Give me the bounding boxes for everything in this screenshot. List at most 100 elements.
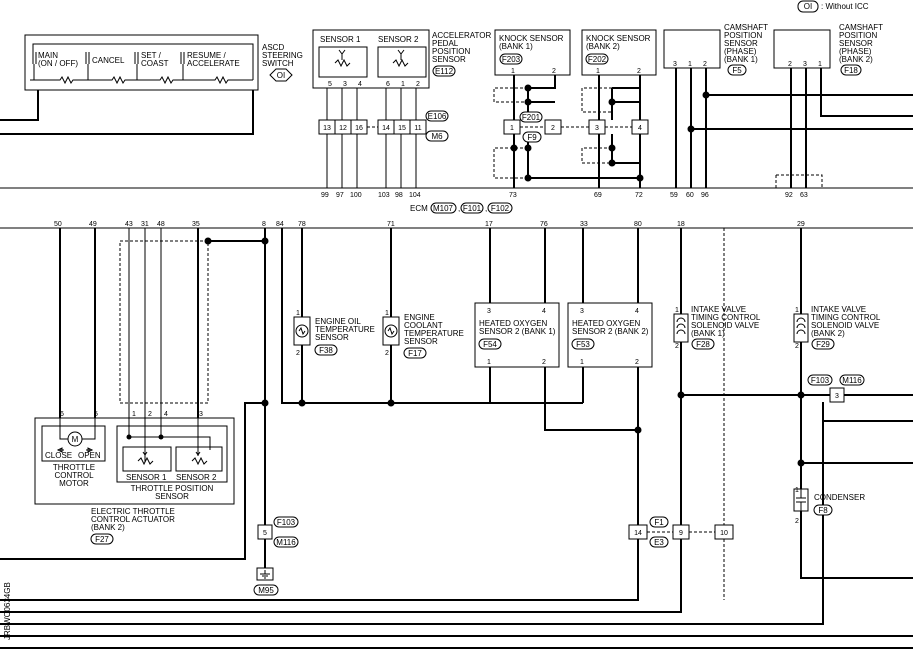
knock1-pin: 1 bbox=[511, 68, 515, 75]
ecm-pin-31: 31 bbox=[141, 221, 149, 228]
legend-oi-tag: OI bbox=[804, 2, 812, 11]
coolant-temp-title-2: COOLANT bbox=[404, 321, 443, 330]
ascd-button-resume: RESUME / bbox=[187, 51, 226, 60]
app-pin-1: 1 bbox=[401, 81, 405, 88]
heated-oxygen-sensor-bank2: 3 4 1 2 HEATED OXYGEN SENSOR 2 (BANK 2) … bbox=[567, 302, 653, 368]
ivt1-connector: F28 bbox=[696, 340, 710, 349]
tps-sensor2-label: SENSOR 2 bbox=[176, 473, 217, 482]
cam1-title-5: (BANK 1) bbox=[724, 55, 758, 64]
app-conn-pin: 16 bbox=[355, 125, 363, 132]
ascd-steering-switch: MAIN (ON / OFF) CANCEL SET / COAST RESUM… bbox=[24, 34, 303, 91]
condenser-pin: 2 bbox=[795, 518, 799, 525]
ivt2-connector: F29 bbox=[816, 340, 830, 349]
cam1-title-4: (PHASE) bbox=[724, 47, 757, 56]
knock1-connector: F203 bbox=[502, 55, 521, 64]
ho2s1-title-2: SENSOR 2 (BANK 1) bbox=[479, 327, 556, 336]
ecm-pin-76: 76 bbox=[540, 221, 548, 228]
accelerator-pedal-position-sensor: SENSOR 1 SENSOR 2 5 3 4 6 1 2 ACCELERATO… bbox=[312, 29, 491, 89]
ecm-pin-60: 60 bbox=[686, 192, 694, 199]
ecm-conn-f101: F101 bbox=[463, 204, 482, 213]
ascd-button-main-sub: (ON / OFF) bbox=[38, 59, 78, 68]
coolant-temp-pin: 2 bbox=[385, 350, 389, 357]
ascd-button-main: MAIN bbox=[38, 51, 58, 60]
app-conn-pin: 15 bbox=[398, 125, 406, 132]
app-conn-pin: 14 bbox=[382, 125, 390, 132]
ivt1-title-1: INTAKE VALVE bbox=[691, 305, 746, 314]
tps-pin: 4 bbox=[164, 411, 168, 418]
wires-app bbox=[326, 88, 417, 188]
app-conn-pin: 11 bbox=[414, 125, 421, 132]
cam2-pin: 1 bbox=[818, 61, 822, 68]
ivt1-title-3: SOLENOID VALVE bbox=[691, 321, 759, 330]
tps-sensor1-label: SENSOR 1 bbox=[126, 473, 167, 482]
tps-pin: 1 bbox=[132, 411, 136, 418]
knock2-pin: 1 bbox=[596, 68, 600, 75]
ecm-label: ECM M107 , F101 , F102 bbox=[410, 202, 513, 214]
app-title-2: PEDAL bbox=[432, 39, 459, 48]
ecm-pin-50: 50 bbox=[54, 221, 62, 228]
ecm-pin-84: 84 bbox=[276, 221, 284, 228]
oil-temp-title-3: SENSOR bbox=[315, 333, 349, 342]
wires-ground: 5 F103 M116 M95 bbox=[0, 228, 299, 596]
wires-ivt bbox=[0, 228, 913, 649]
ecm-label-text: ECM bbox=[410, 204, 428, 213]
ivt1-pin: 2 bbox=[675, 343, 679, 350]
ivt2-title-3: SOLENOID VALVE bbox=[811, 321, 879, 330]
ecm-conn-m107: M107 bbox=[433, 204, 454, 213]
ecm-conn-f102: F102 bbox=[491, 204, 510, 213]
cam2-connector: F18 bbox=[844, 66, 858, 75]
knock-joint-pin: 4 bbox=[638, 125, 642, 132]
camshaft-sensor-bank2: CAMSHAFT POSITION SENSOR (PHASE) (BANK 2… bbox=[773, 23, 883, 76]
cam1-pin: 2 bbox=[703, 61, 707, 68]
knock1-title-1: KNOCK SENSOR bbox=[499, 34, 564, 43]
ho2s1-pin: 2 bbox=[542, 359, 546, 366]
actuator-connector: F27 bbox=[95, 535, 109, 544]
ivt1-title-2: TIMING CONTROL bbox=[691, 313, 761, 322]
ecm-pin-99: 99 bbox=[321, 192, 329, 199]
app-conn-id-m6: M6 bbox=[431, 132, 443, 141]
ecm-pin-78: 78 bbox=[298, 221, 306, 228]
coolant-temp-connector: F17 bbox=[408, 349, 422, 358]
oil-temp-connector: F38 bbox=[319, 346, 333, 355]
knock2-pin: 2 bbox=[637, 68, 641, 75]
f1-joint-pin: 14 bbox=[634, 530, 642, 537]
ecm-pin-43: 43 bbox=[125, 221, 133, 228]
legend-text: : Without ICC bbox=[821, 2, 869, 11]
ecm-pin-71: 71 bbox=[387, 221, 395, 228]
app-conn-pin: 13 bbox=[323, 125, 331, 132]
knock1-pin: 2 bbox=[552, 68, 556, 75]
ascd-title-3: SWITCH bbox=[262, 59, 294, 68]
wires-temp-sensors bbox=[281, 228, 583, 407]
engine-oil-temperature-sensor: 1 2 ENGINE OIL TEMPERATURE SENSOR F38 bbox=[293, 310, 375, 357]
app-pin-6: 6 bbox=[386, 81, 390, 88]
f1-joint-id-f1: F1 bbox=[654, 518, 664, 527]
ho2s2-pin: 1 bbox=[580, 359, 584, 366]
ecm-pin-98: 98 bbox=[395, 192, 403, 199]
f1-joint-pin: 9 bbox=[679, 530, 683, 537]
cam1-title-1: CAMSHAFT bbox=[724, 23, 768, 32]
motor-pin: 6 bbox=[60, 411, 64, 418]
ecm-pin-63: 63 bbox=[800, 192, 808, 199]
motor-title-1: THROTTLE bbox=[53, 463, 95, 472]
ivt2-title-2: TIMING CONTROL bbox=[811, 313, 881, 322]
coolant-temp-title-3: TEMPERATURE bbox=[404, 329, 464, 338]
ascd-title-1: ASCD bbox=[262, 43, 284, 52]
ecm-comma: , bbox=[485, 204, 487, 213]
cam2-title-4: (PHASE) bbox=[839, 47, 872, 56]
ascd-button-resume-sub: ACCELERATE bbox=[187, 59, 240, 68]
ivt2-title-4: (BANK 2) bbox=[811, 329, 845, 338]
ecm-pin-48: 48 bbox=[157, 221, 165, 228]
knock-sensor-bank1: KNOCK SENSOR (BANK 1) F203 1 2 bbox=[494, 29, 571, 76]
cam2-title-3: SENSOR bbox=[839, 39, 873, 48]
ho2s1-pin: 3 bbox=[487, 308, 491, 315]
ecm-bottom-pins: 50 49 43 31 48 35 8 84 78 71 17 76 33 80… bbox=[54, 221, 805, 228]
app-pin-3: 3 bbox=[343, 81, 347, 88]
cam2-pin: 2 bbox=[788, 61, 792, 68]
tps-pin: 2 bbox=[148, 411, 152, 418]
ascd-button-set: SET / bbox=[141, 51, 162, 60]
f1-e3-joint-connector: 14 9 10 F1 E3 bbox=[628, 228, 734, 600]
ecm-pin-29: 29 bbox=[797, 221, 805, 228]
tps-pin: 3 bbox=[199, 411, 203, 418]
app-pin-4: 4 bbox=[358, 81, 362, 88]
